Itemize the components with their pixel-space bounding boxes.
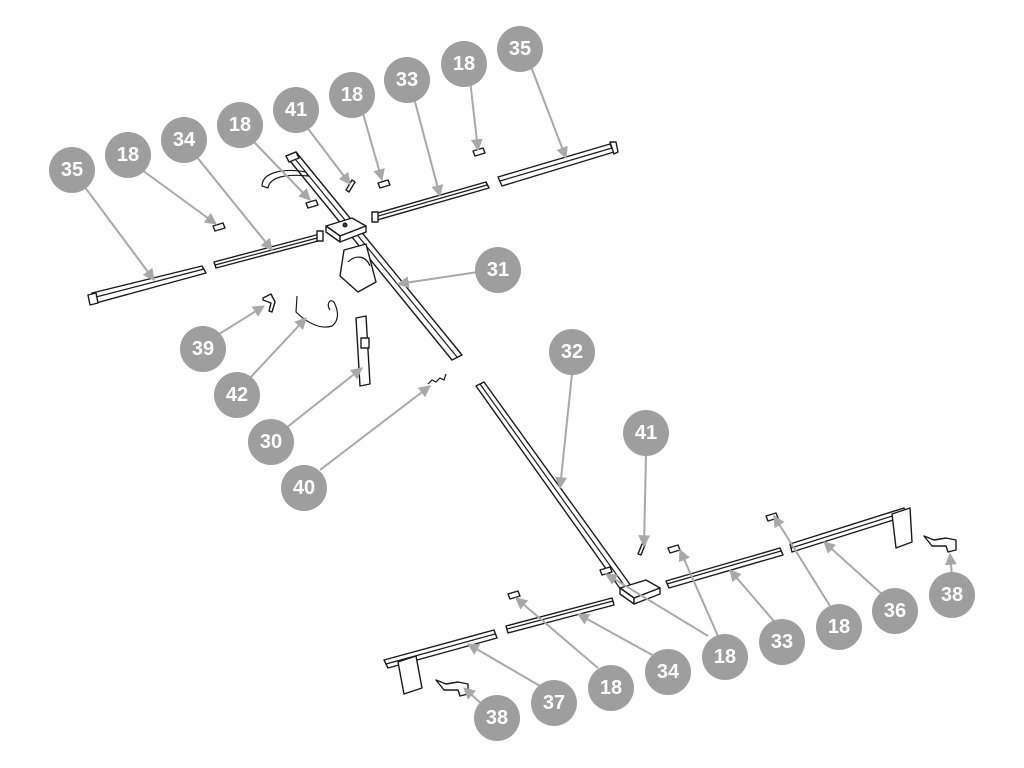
upper-right-outer-arm bbox=[497, 141, 619, 187]
callout: 18 bbox=[816, 604, 862, 650]
lower-right-outer-arm bbox=[789, 507, 913, 553]
svg-text:18: 18 bbox=[828, 616, 850, 638]
upper-hub bbox=[325, 217, 367, 243]
callout: 38 bbox=[474, 695, 520, 741]
svg-text:32: 32 bbox=[561, 341, 583, 363]
callout: 31 bbox=[475, 247, 521, 293]
callout: 18 bbox=[588, 665, 634, 711]
svg-text:35: 35 bbox=[509, 38, 531, 60]
svg-text:34: 34 bbox=[173, 129, 196, 151]
callout: 33 bbox=[384, 57, 430, 103]
parts-drawing bbox=[87, 141, 957, 697]
callout: 34 bbox=[645, 649, 691, 695]
lower-right-inner-arm bbox=[665, 547, 784, 589]
svg-text:39: 39 bbox=[192, 338, 214, 360]
svg-text:34: 34 bbox=[657, 661, 680, 683]
svg-text:18: 18 bbox=[341, 84, 363, 106]
svg-text:18: 18 bbox=[714, 646, 736, 668]
callout: 33 bbox=[759, 619, 805, 665]
upper-bracket bbox=[339, 243, 377, 293]
spring-40 bbox=[427, 373, 447, 385]
svg-text:42: 42 bbox=[226, 384, 248, 406]
callout: 18 bbox=[217, 102, 263, 148]
vertical-post bbox=[355, 315, 371, 387]
callout: 18 bbox=[329, 72, 375, 118]
svg-text:41: 41 bbox=[285, 99, 307, 121]
callout: 30 bbox=[248, 419, 294, 465]
callout: 38 bbox=[929, 572, 975, 618]
callout: 32 bbox=[549, 329, 595, 375]
svg-text:38: 38 bbox=[486, 707, 508, 729]
lower-clips bbox=[507, 512, 779, 600]
upper-clips bbox=[212, 147, 486, 232]
svg-text:18: 18 bbox=[229, 114, 251, 136]
upper-right-inner-arm bbox=[371, 181, 490, 223]
svg-text:18: 18 bbox=[453, 53, 475, 75]
callout: 40 bbox=[281, 465, 327, 511]
top-hook bbox=[261, 169, 310, 189]
callout: 42 bbox=[214, 372, 260, 418]
upper-left-outer-arm bbox=[87, 265, 207, 306]
svg-text:30: 30 bbox=[260, 431, 282, 453]
cable-42 bbox=[295, 295, 339, 328]
svg-text:18: 18 bbox=[117, 144, 139, 166]
upper-left-inner-arm bbox=[213, 230, 324, 269]
callout: 41 bbox=[623, 410, 669, 456]
svg-text:33: 33 bbox=[396, 69, 418, 91]
svg-text:40: 40 bbox=[293, 477, 315, 499]
svg-text:38: 38 bbox=[941, 584, 963, 606]
bracket-38-right bbox=[923, 535, 957, 553]
bracket-38-left bbox=[435, 679, 469, 697]
svg-text:37: 37 bbox=[543, 692, 565, 714]
callout: 18 bbox=[441, 41, 487, 87]
callouts: 35 18 34 18 41 18 33 18 35 31 39 42 30 4… bbox=[49, 26, 975, 741]
svg-text:35: 35 bbox=[61, 159, 83, 181]
svg-text:31: 31 bbox=[487, 259, 509, 281]
lower-hub bbox=[619, 579, 661, 605]
callout: 36 bbox=[872, 588, 918, 634]
svg-text:36: 36 bbox=[884, 600, 906, 622]
callout: 39 bbox=[180, 326, 226, 372]
callout: 35 bbox=[497, 26, 543, 72]
callout: 18 bbox=[702, 634, 748, 680]
svg-text:41: 41 bbox=[635, 422, 657, 444]
callout: 35 bbox=[49, 147, 95, 193]
callout: 34 bbox=[161, 117, 207, 163]
callout: 18 bbox=[105, 132, 151, 178]
lower-left-inner-arm bbox=[505, 597, 615, 634]
lower-left-outer-arm bbox=[383, 629, 498, 695]
svg-text:18: 18 bbox=[600, 677, 622, 699]
callout: 41 bbox=[273, 87, 319, 133]
upper-main-tube bbox=[285, 151, 463, 361]
lower-main-tube bbox=[475, 381, 635, 595]
pin-39 bbox=[262, 293, 276, 313]
leader-lines bbox=[83, 63, 957, 707]
callout: 37 bbox=[531, 680, 577, 726]
svg-text:33: 33 bbox=[771, 631, 793, 653]
